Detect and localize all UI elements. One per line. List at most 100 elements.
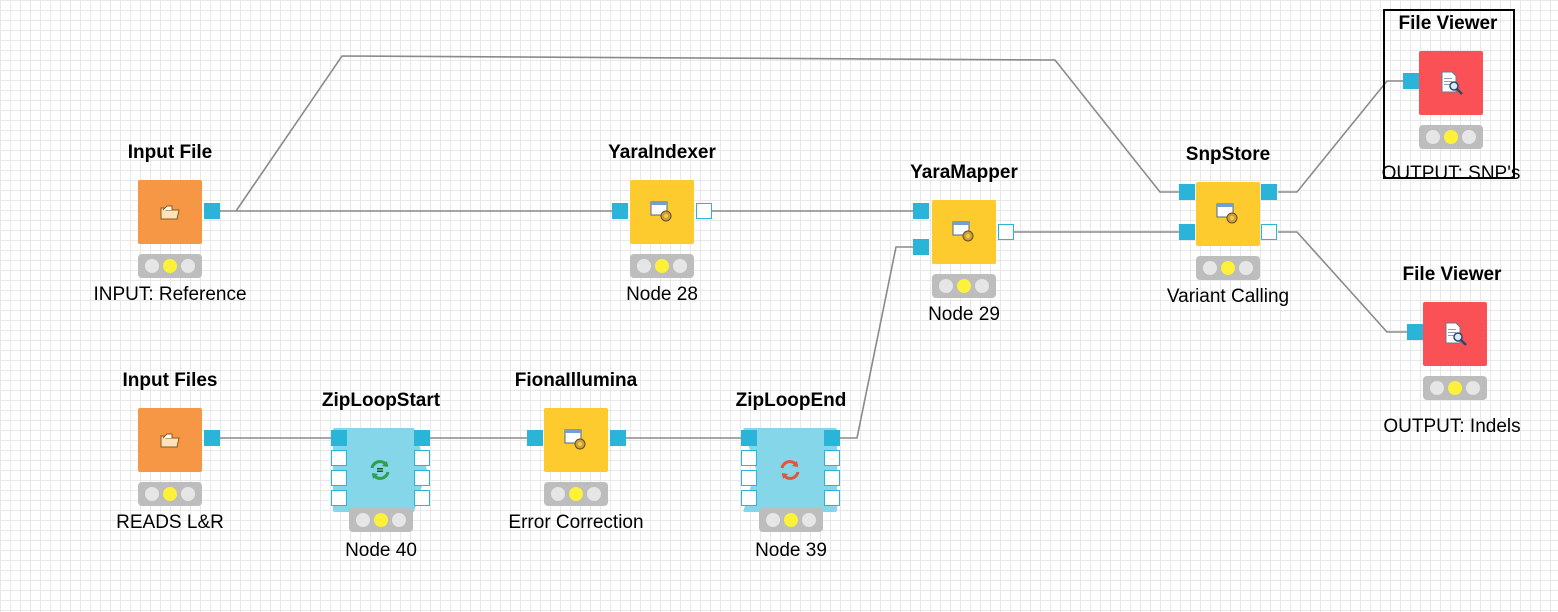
node-title: YaraIndexer (608, 142, 716, 163)
input-port-2[interactable] (1179, 224, 1195, 240)
status-green-light (975, 279, 989, 293)
document-magnifier-icon (1441, 71, 1463, 95)
node-body[interactable] (1423, 302, 1487, 366)
status-traffic-light (1423, 376, 1487, 400)
input-port[interactable] (527, 430, 543, 446)
status-yellow-light (569, 487, 583, 501)
input-port-2[interactable] (913, 239, 929, 255)
node-body[interactable] (1419, 51, 1483, 115)
node-title: File Viewer (1398, 13, 1498, 34)
status-red-light (145, 487, 159, 501)
node-label[interactable]: INPUT: Reference (93, 284, 247, 305)
node-body[interactable] (932, 200, 996, 264)
input-port-2[interactable] (331, 450, 347, 466)
status-traffic-light (932, 274, 996, 298)
loop-start-icon (370, 460, 390, 480)
status-red-light (637, 259, 651, 273)
output-port[interactable] (610, 430, 626, 446)
status-red-light (356, 513, 370, 527)
output-port-1[interactable] (414, 430, 430, 446)
gear-window-icon (952, 221, 974, 242)
node-label[interactable]: Node 28 (626, 284, 698, 305)
output-port-4[interactable] (824, 490, 840, 506)
node-body[interactable] (138, 408, 202, 472)
input-port-4[interactable] (741, 490, 757, 506)
gear-window-icon (1216, 203, 1238, 224)
node-label[interactable]: OUTPUT: Indels (1383, 416, 1521, 437)
input-port-1[interactable] (1179, 184, 1195, 200)
node-body[interactable] (333, 428, 427, 512)
status-yellow-light (655, 259, 669, 273)
status-yellow-light (1221, 261, 1235, 275)
gear-window-icon (564, 429, 586, 450)
input-port-1[interactable] (331, 430, 347, 446)
node-label[interactable]: READS L&R (116, 512, 224, 533)
status-traffic-light (759, 508, 823, 532)
status-green-light (802, 513, 816, 527)
node-title: File Viewer (1402, 264, 1502, 285)
status-traffic-light (1419, 125, 1483, 149)
node-label[interactable]: Node 29 (928, 304, 1000, 325)
node-body[interactable] (743, 428, 837, 512)
output-port-2[interactable] (414, 450, 430, 466)
document-magnifier-icon (1445, 322, 1467, 346)
status-yellow-light (784, 513, 798, 527)
input-port-3[interactable] (741, 470, 757, 486)
output-port-2[interactable] (1261, 224, 1277, 240)
status-red-light (1426, 130, 1440, 144)
status-yellow-light (957, 279, 971, 293)
output-port-1[interactable] (1261, 184, 1277, 200)
status-red-light (551, 487, 565, 501)
folder-icon (160, 433, 180, 448)
status-yellow-light (163, 259, 177, 273)
input-port[interactable] (1407, 324, 1423, 340)
status-traffic-light (544, 482, 608, 506)
status-yellow-light (163, 487, 177, 501)
connection-zipend-yaramapper (840, 246, 913, 439)
node-label[interactable]: Node 40 (345, 540, 417, 561)
output-port-2[interactable] (824, 450, 840, 466)
connection-inputfile-snpstore (235, 55, 1179, 212)
output-port[interactable] (696, 203, 712, 219)
node-body[interactable] (138, 180, 202, 244)
input-port-3[interactable] (331, 470, 347, 486)
node-title: YaraMapper (910, 162, 1018, 183)
status-traffic-light (1196, 256, 1260, 280)
output-port-4[interactable] (414, 490, 430, 506)
output-port-3[interactable] (414, 470, 430, 486)
folder-icon (160, 205, 180, 220)
node-body[interactable] (1196, 182, 1260, 246)
status-traffic-light (138, 482, 202, 506)
loop-end-icon (780, 460, 800, 480)
node-label[interactable]: OUTPUT: SNP's (1381, 163, 1521, 184)
node-title: Input File (127, 142, 213, 163)
status-green-light (1462, 130, 1476, 144)
status-red-light (1430, 381, 1444, 395)
input-port[interactable] (612, 203, 628, 219)
status-red-light (939, 279, 953, 293)
input-port-2[interactable] (741, 450, 757, 466)
node-label[interactable]: Node 39 (755, 540, 827, 561)
gear-window-icon (650, 201, 672, 222)
input-port-4[interactable] (331, 490, 347, 506)
status-green-light (587, 487, 601, 501)
node-label[interactable]: Variant Calling (1166, 286, 1290, 307)
node-body[interactable] (544, 408, 608, 472)
node-body[interactable] (630, 180, 694, 244)
input-port-1[interactable] (913, 203, 929, 219)
node-title: FionaIllumina (514, 370, 638, 391)
output-port[interactable] (204, 203, 220, 219)
output-port-1[interactable] (824, 430, 840, 446)
status-green-light (181, 487, 195, 501)
status-green-light (1239, 261, 1253, 275)
output-port[interactable] (998, 224, 1014, 240)
input-port-1[interactable] (741, 430, 757, 446)
input-port[interactable] (1403, 73, 1419, 89)
status-green-light (673, 259, 687, 273)
output-port[interactable] (204, 430, 220, 446)
output-port-3[interactable] (824, 470, 840, 486)
node-label[interactable]: Error Correction (508, 512, 644, 533)
node-title: SnpStore (1185, 144, 1271, 165)
